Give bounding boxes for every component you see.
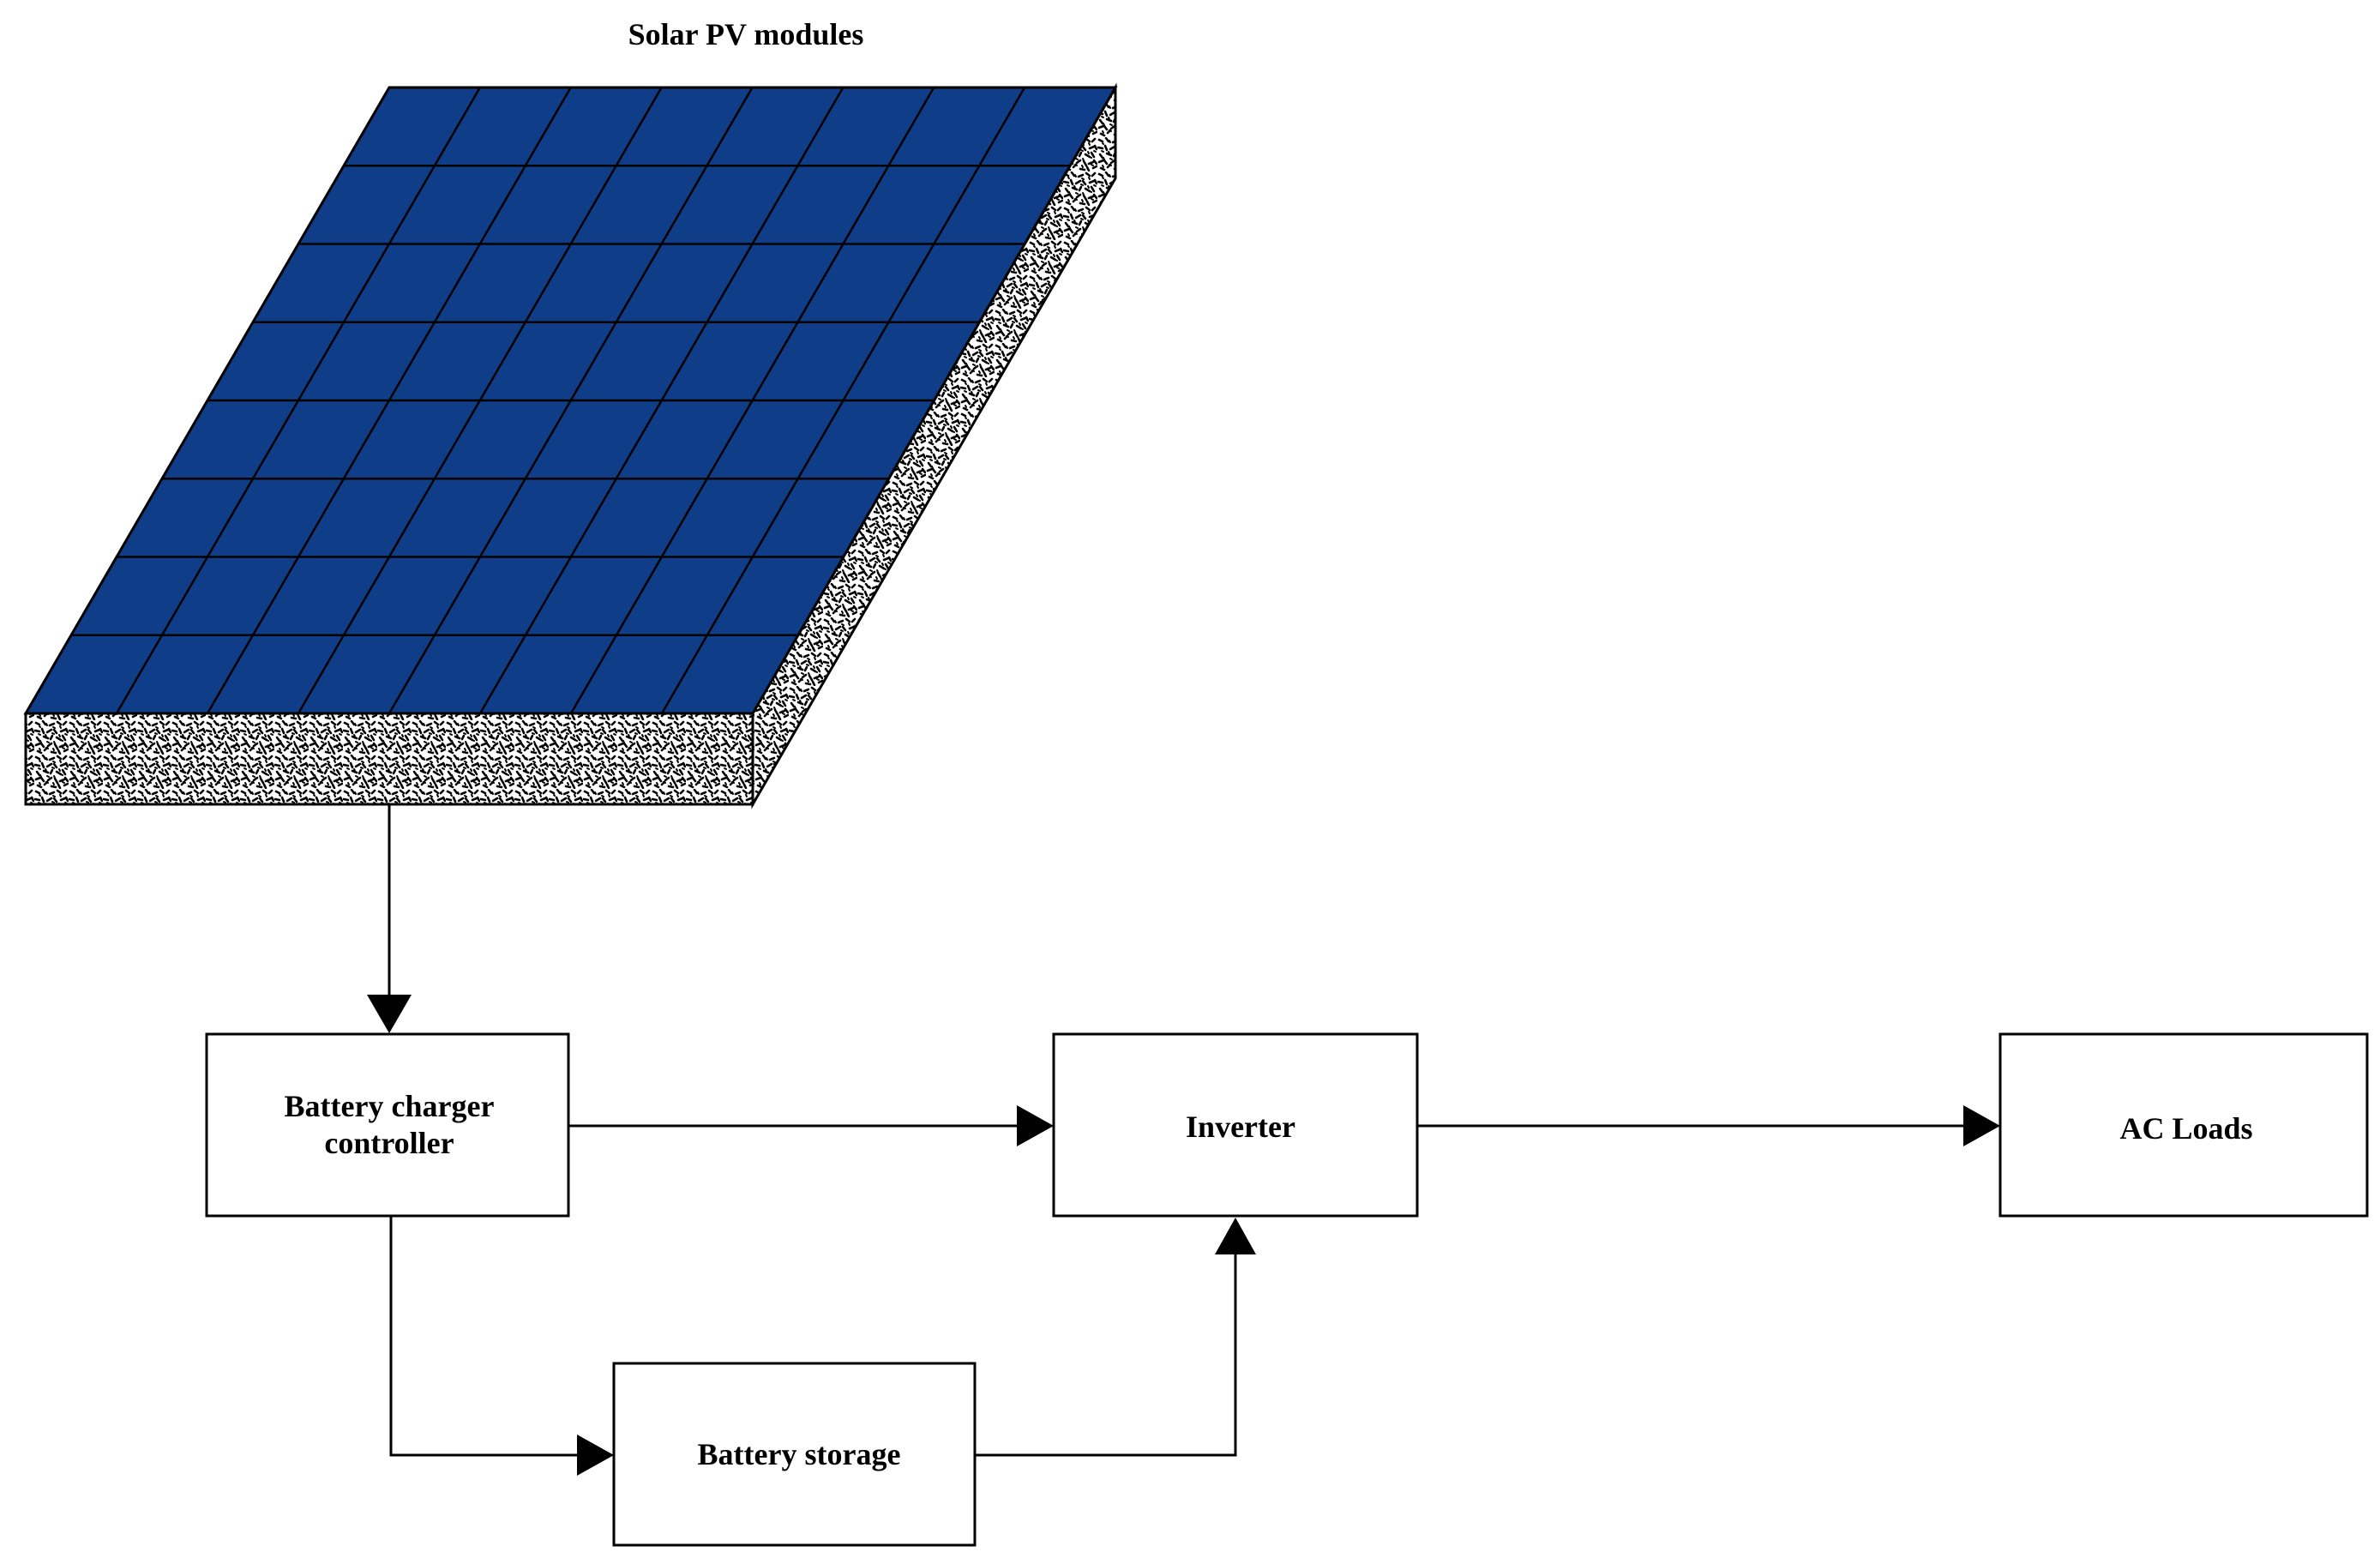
battery-charger-controller-block: Battery charger controller [205, 1032, 570, 1218]
ac-loads-block: AC Loads [1998, 1032, 2369, 1218]
inverter-label: Inverter [1186, 1110, 1295, 1144]
connector-storage-to-inverter [975, 1218, 1256, 1457]
solar-panel [23, 82, 1118, 809]
arrowhead-right [577, 1435, 614, 1476]
connector-charger-to-inverter [568, 1105, 1054, 1146]
ac-loads-label: AC Loads [2119, 1111, 2252, 1146]
panel-front-edge [24, 712, 754, 806]
panel-cell-grid [71, 87, 1071, 714]
charger-label-line1: Battery charger [285, 1089, 495, 1123]
connector-charger-to-storage [389, 1216, 614, 1476]
connector-inverter-to-loads [1417, 1105, 2000, 1146]
battery-storage-block: Battery storage [612, 1362, 977, 1547]
battery-storage-label: Battery storage [698, 1437, 901, 1471]
connector-panel-to-charger [367, 804, 412, 1033]
solar-panel-title: Solar PV modules [628, 17, 864, 51]
arrowhead-right [1963, 1105, 2000, 1146]
inverter-block: Inverter [1052, 1032, 1419, 1218]
arrowhead-right [1017, 1105, 1054, 1146]
arrowhead-down [367, 995, 412, 1033]
arrowhead-up [1215, 1218, 1256, 1254]
charger-label-line2: controller [324, 1126, 454, 1160]
